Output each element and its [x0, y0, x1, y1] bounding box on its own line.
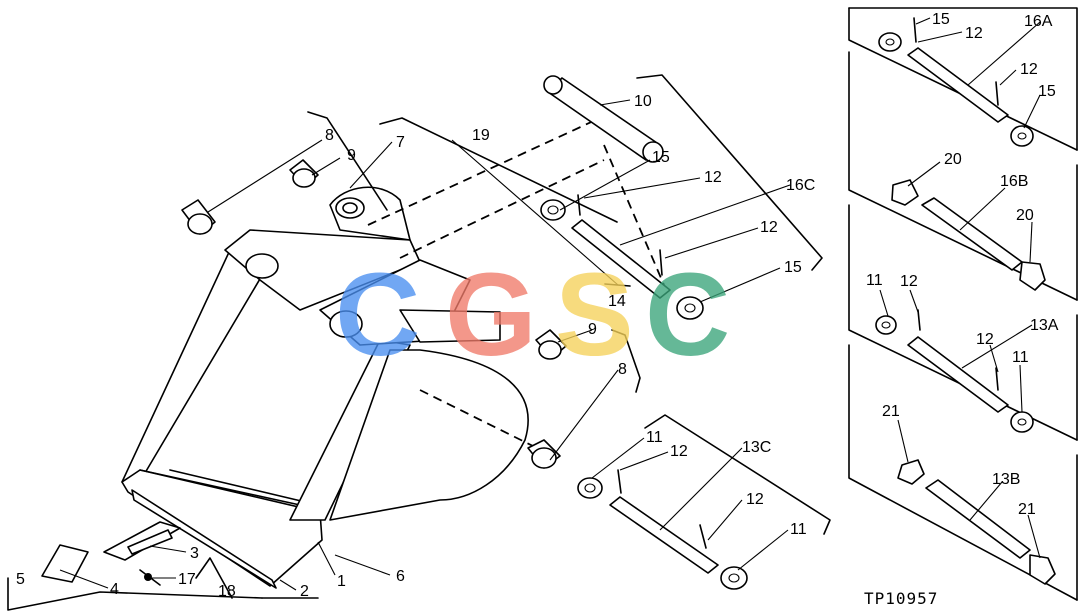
callout-15-center-low: 15	[784, 259, 802, 276]
callout-11-13a-left: 11	[866, 272, 883, 289]
callout-19: 19	[472, 127, 490, 144]
callout-12-center-top: 12	[704, 169, 722, 186]
callout-18: 18	[218, 583, 236, 600]
callout-15-16a-bottom: 15	[1038, 83, 1056, 100]
callout-12-bottom-top: 12	[670, 443, 688, 460]
callout-6: 6	[396, 568, 405, 585]
callout-15-16a-top: 15	[932, 11, 950, 28]
callout-5: 5	[16, 571, 25, 588]
callout-11-bottom-low: 11	[790, 521, 807, 538]
callout-2: 2	[300, 583, 309, 600]
callout-11-13a-right: 11	[1012, 349, 1029, 366]
callout-12-13a-top: 12	[900, 273, 918, 290]
callout-11-bottom: 11	[646, 429, 663, 446]
inset-panels	[848, 7, 1078, 601]
watermark-letter-2: G	[445, 249, 537, 381]
callout-16a: 16A	[1024, 13, 1053, 30]
callout-21-top: 21	[882, 403, 900, 420]
callout-7: 7	[396, 134, 405, 151]
callout-1: 1	[337, 573, 346, 590]
bucket-assembly	[41, 186, 529, 589]
callout-4: 4	[110, 581, 119, 598]
callout-14: 14	[608, 293, 626, 310]
callout-13a: 13A	[1030, 317, 1059, 334]
leader-lines	[59, 17, 1041, 591]
callout-9: 9	[347, 147, 356, 164]
callout-12-16a-top: 12	[965, 25, 983, 42]
inset-parts	[875, 17, 1056, 585]
callout-20-bottom: 20	[1016, 207, 1034, 224]
watermark-letter-4: C	[645, 249, 730, 381]
figure-code: TP10957	[864, 589, 938, 608]
callout-17: 17	[178, 571, 196, 588]
callout-13b: 13B	[992, 471, 1020, 488]
callout-3: 3	[190, 545, 199, 562]
callout-16b: 16B	[1000, 173, 1028, 190]
callout-9-lower: 9	[588, 321, 597, 338]
callout-21-bottom: 21	[1018, 501, 1036, 518]
callout-15-center: 15	[652, 149, 670, 166]
callout-20-top: 20	[944, 151, 962, 168]
callout-10: 10	[634, 93, 652, 110]
alignment-lines	[367, 117, 665, 448]
callout-labels: 8 9 7 19 10 15 12 16C 12 15 14 9 8 11 12…	[16, 11, 1059, 608]
callout-16c: 16C	[786, 177, 815, 194]
watermark-letter-1: C	[335, 249, 420, 381]
callout-12-bottom-mid: 12	[746, 491, 764, 508]
group-brackets	[7, 74, 831, 611]
callout-13c: 13C	[742, 439, 771, 456]
callout-12-13a-mid: 12	[976, 331, 994, 348]
watermark-letter-3: S	[555, 249, 634, 381]
pins-and-bushings	[181, 75, 748, 590]
callout-12-center-mid: 12	[760, 219, 778, 236]
watermark: C G S C	[335, 249, 730, 381]
callout-8-lower: 8	[618, 361, 627, 378]
callout-12-16a-bottom: 12	[1020, 61, 1038, 78]
callout-8: 8	[325, 127, 334, 144]
